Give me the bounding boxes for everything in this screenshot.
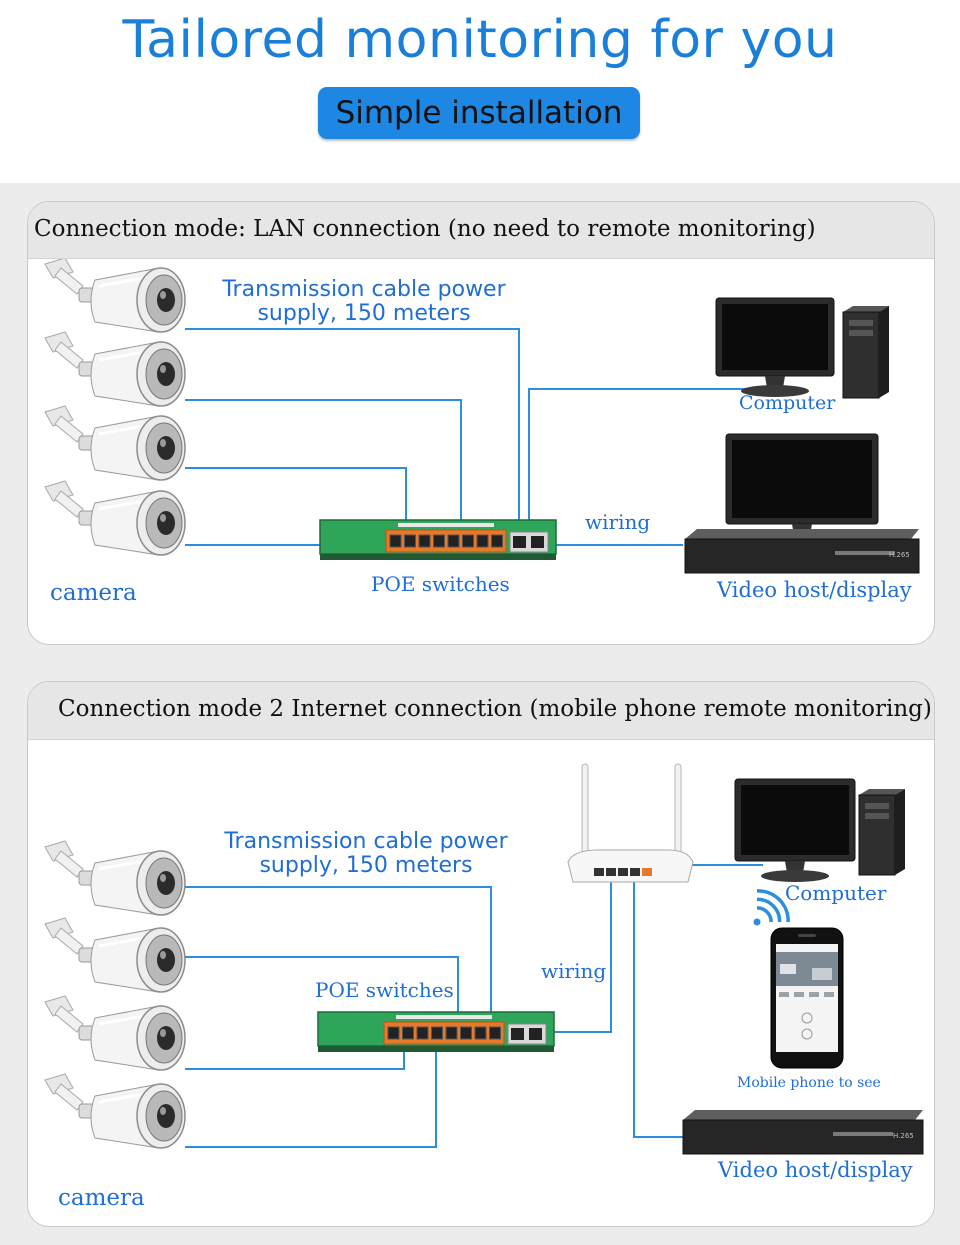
lan-camera-group [44, 257, 186, 556]
internet-video-label: Video host/display [718, 1158, 913, 1182]
lan-video-label: Video host/display [717, 578, 912, 602]
installation-badge: Simple installation [318, 87, 640, 139]
nvr-display-icon: H.265 [684, 433, 920, 574]
lan-connection-panel: H.265 Connection mode: LAN connection (n… [27, 201, 935, 645]
nvr-badge-text: H.265 [889, 551, 910, 559]
lan-wire-cam1 [185, 328, 520, 532]
internet-wire-cam4 [185, 1047, 437, 1148]
internet-connection-panel: H.265 Connection mode 2 Internet connect… [27, 681, 935, 1227]
internet-wire-nvr [633, 882, 683, 1138]
cctv-camera-icon-3 [44, 995, 186, 1071]
lan-switch-label: POE switches [371, 572, 510, 596]
lan-diagram: H.265 [44, 257, 920, 574]
computer-icon [734, 778, 905, 882]
cctv-camera-icon-4 [44, 1073, 186, 1149]
nvr-badge-text: H.265 [893, 1132, 914, 1140]
poe-switch-icon [319, 519, 557, 560]
internet-camera-group [44, 840, 186, 1149]
internet-wire-cam3 [185, 1047, 405, 1070]
lan-wire-cam2 [185, 399, 462, 521]
internet-mobile-label: Mobile phone to see [737, 1075, 881, 1091]
internet-diagram: H.265 [44, 763, 924, 1155]
internet-wire-router [554, 882, 612, 1033]
cctv-camera-icon-3 [44, 405, 186, 481]
internet-cable-line2: supply, 150 meters [259, 853, 473, 878]
internet-cable-label: Transmission cable power supply, 150 met… [216, 830, 516, 878]
lan-wiring-label: wiring [585, 510, 651, 534]
internet-wiring-label: wiring [541, 959, 607, 983]
cctv-camera-icon-1 [44, 840, 186, 916]
nvr-display-icon: H.265 [682, 1110, 924, 1155]
internet-wire-cam1 [185, 886, 492, 1012]
cctv-camera-icon-2 [44, 331, 186, 407]
lan-heading-text: Connection mode: LAN connection (no need… [34, 216, 816, 242]
internet-switch-label: POE switches [315, 978, 454, 1002]
smartphone-icon [770, 927, 844, 1069]
internet-wire-cam2 [185, 956, 459, 1012]
lan-panel-heading: Connection mode: LAN connection (no need… [28, 202, 934, 259]
lan-wire-computer [528, 388, 746, 532]
lan-cable-line2: supply, 150 meters [257, 301, 471, 326]
internet-computer-label: Computer [785, 881, 887, 905]
internet-wires [185, 864, 763, 1148]
header: Tailored monitoring for you Simple insta… [0, 0, 960, 183]
wifi-signal-icon [753, 889, 790, 926]
cctv-camera-icon-1 [44, 257, 186, 333]
internet-panel-heading: Connection mode 2 Internet connection (m… [28, 682, 934, 740]
poe-switch-icon [317, 1011, 555, 1052]
computer-icon [715, 297, 889, 399]
wifi-router-icon [567, 763, 694, 883]
lan-cable-line1: Transmission cable power [222, 277, 506, 302]
internet-cable-line1: Transmission cable power [224, 829, 508, 854]
lan-wire-cam3 [185, 467, 407, 521]
cctv-camera-icon-2 [44, 917, 186, 993]
internet-camera-label: camera [58, 1185, 145, 1211]
internet-heading-text: Connection mode 2 Internet connection (m… [58, 696, 932, 722]
lan-cable-label: Transmission cable power supply, 150 met… [214, 278, 514, 326]
lan-computer-label: Computer [739, 392, 836, 414]
page-title: Tailored monitoring for you [122, 10, 838, 70]
lan-wires [185, 328, 746, 546]
lan-camera-label: camera [50, 580, 137, 606]
cctv-camera-icon-4 [44, 480, 186, 556]
